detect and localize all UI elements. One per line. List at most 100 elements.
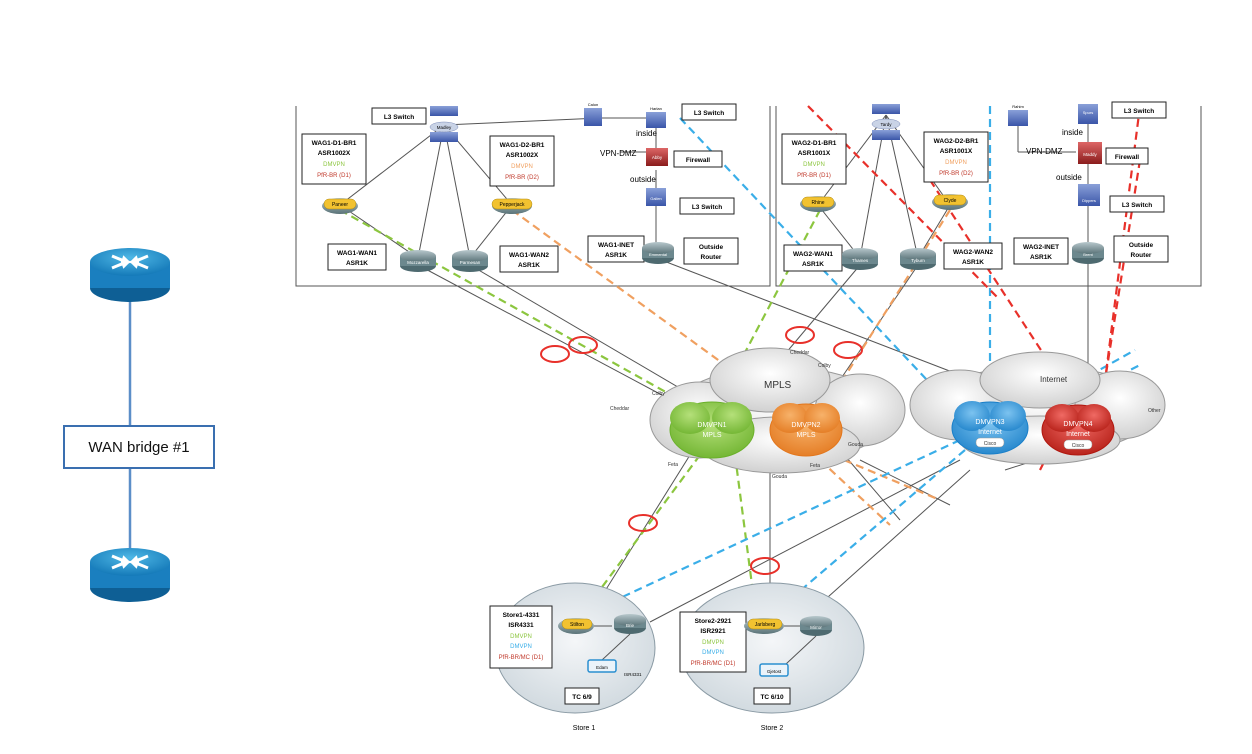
- other-label: Other: [1148, 408, 1161, 414]
- site1-l3-switch-lower: L3 Switch: [692, 204, 722, 211]
- feta2-label: Feta: [810, 463, 820, 469]
- site2-br1-pfr: PfR-BR (D1): [797, 173, 831, 179]
- router-icon: [614, 614, 646, 634]
- cheddar2-label: Cheddar: [790, 350, 810, 356]
- router-icon: [90, 548, 170, 602]
- router-icon: [90, 248, 170, 302]
- site2-wan1-model: ASR1K: [802, 261, 824, 268]
- store1-tc: TC 6/9: [572, 694, 592, 701]
- dmvpn2-title: DMVPN2: [791, 422, 820, 429]
- dmvpn4-title: DMVPN4: [1063, 421, 1092, 428]
- site2-l3-switch-top: L3 Switch: [1124, 108, 1154, 115]
- store1-pfr: PfR-BR/MC (D1): [499, 655, 544, 661]
- store2-tc: TC 6/10: [760, 694, 784, 701]
- site2-br1-dmvpn: DMVPN: [803, 162, 825, 168]
- firewall-icon: [1078, 142, 1102, 164]
- site1-br1-model: ASR1002X: [318, 150, 351, 157]
- router-icon: [452, 250, 488, 272]
- site2-small-switch-c: Dippers: [1082, 198, 1096, 203]
- store1-label: Store 1: [573, 725, 596, 732]
- site1-inet-name: WAG1-INET: [598, 242, 634, 249]
- dmvpn3-sub: Internet: [978, 429, 1002, 436]
- site1-inet-model: ASR1K: [605, 252, 627, 259]
- store1-dmvpn-a: DMVPN: [510, 634, 532, 640]
- store1-model: ISR4331: [508, 622, 534, 629]
- site1-br1-name: WAG1-D1-BR1: [312, 140, 357, 147]
- router-icon: [800, 616, 832, 636]
- store2-pfr: PfR-BR/MC (D1): [691, 661, 736, 667]
- dmvpn1-cloud: DMVPN1 MPLS: [669, 401, 755, 459]
- site2-inet-model: ASR1K: [1030, 254, 1052, 261]
- dmvpn3-cloud: DMVPN3 Internet Cisco: [951, 401, 1029, 455]
- site2-wan2-router: Tyburn: [911, 258, 925, 263]
- site1-br2-name: WAG1-D2-BR1: [500, 142, 545, 149]
- colby2-label: Colby: [818, 363, 831, 369]
- site2-small-switch-b: Spurs: [1083, 110, 1093, 115]
- site2-br2-name: WAG2-D2-BR1: [934, 138, 979, 145]
- site1-inside: inside: [636, 129, 657, 138]
- site2-outside: outside: [1056, 173, 1082, 182]
- site-frames: [295, 106, 1202, 287]
- site2-firewall-device: Maddy: [1083, 152, 1097, 157]
- store2-router2: Mirror: [810, 625, 822, 630]
- firewall-icon: [646, 148, 668, 166]
- site1-outside-router-l2: Router: [701, 254, 722, 261]
- site1: L3 Switch Madley WAG1-D1-BR1 ASR1002X DM…: [301, 102, 739, 273]
- site2-wan2-model: ASR1K: [962, 259, 984, 266]
- colby-label: Colby: [652, 391, 665, 397]
- dmvpn-green-links: [339, 209, 821, 611]
- router-icon: [322, 198, 358, 214]
- site2-br2-model: ASR1001X: [940, 148, 973, 155]
- feta-label: Feta: [668, 462, 678, 468]
- dmvpn3-tag: Cisco: [984, 441, 997, 447]
- site1-br1-router: Paneer: [332, 202, 348, 208]
- store2-router: Jarlsberg: [755, 622, 776, 628]
- dmvpn1-sub: MPLS: [702, 432, 721, 439]
- site2-wan1-name: WAG2-WAN1: [793, 251, 833, 258]
- site1-inet-router: Emmental: [649, 252, 667, 257]
- site1-core-switch-label: Madley: [437, 125, 452, 130]
- dmvpn4-tag: Cisco: [1072, 443, 1085, 449]
- site1-l3-switch-label: L3 Switch: [384, 114, 414, 121]
- dmvpn4-sub: Internet: [1066, 431, 1090, 438]
- switch-icon: [1008, 110, 1028, 126]
- site1-outside-router-l1: Outside: [699, 244, 724, 251]
- store2-dmvpn-a: DMVPN: [702, 640, 724, 646]
- site1-wan1-model: ASR1K: [346, 260, 368, 267]
- dmvpn1-title: DMVPN1: [697, 422, 726, 429]
- site2-br2-pfr: PfR-BR (D2): [939, 171, 973, 177]
- switch-icon: [759, 663, 789, 677]
- site2-inside: inside: [1062, 128, 1083, 137]
- site1-firewall-device: Abby: [652, 155, 663, 160]
- store1-router: Stilton: [570, 622, 584, 628]
- router-icon: [642, 242, 674, 264]
- site1-small-switch-c: Gallen: [650, 196, 662, 201]
- site1-l3-switch-right: L3 Switch: [694, 110, 724, 117]
- store2-label: Store 2: [761, 725, 784, 732]
- router-icon: [491, 198, 533, 214]
- site2-l3-switch-lower: L3 Switch: [1122, 202, 1152, 209]
- site2-br1-name: WAG2-D1-BR1: [792, 140, 837, 147]
- switch-icon: [646, 188, 666, 206]
- dmvpn2-sub: MPLS: [796, 432, 815, 439]
- site2-br2-router: Clyde: [944, 198, 957, 204]
- site1-firewall-label: Firewall: [686, 157, 710, 164]
- site1-wan2-router: Parmesan: [460, 260, 481, 265]
- site2-outside-router-l2: Router: [1131, 252, 1152, 259]
- site2-wan2-name: WAG2-WAN2: [953, 249, 993, 256]
- store1-router2: Brie: [626, 623, 634, 628]
- site1-outside: outside: [630, 175, 656, 184]
- site2-br1-model: ASR1001X: [798, 150, 831, 157]
- site2-core-switch-label: Tardy: [880, 122, 892, 127]
- store2-dmvpn-b: DMVPN: [702, 650, 724, 656]
- store2-name: Store2-2921: [695, 618, 732, 625]
- site2-vpn-dmz: VPN-DMZ: [1026, 147, 1063, 156]
- store1-switch: Edam: [596, 665, 608, 670]
- site1-br2-router: Pepperjack: [499, 202, 525, 208]
- site1-vpn-dmz: VPN-DMZ: [600, 149, 637, 158]
- store2: Store2-2921 ISR2921 DMVPN DMVPN PfR-BR/M…: [679, 582, 865, 732]
- router-icon: [1072, 242, 1104, 264]
- switch-icon: [1078, 184, 1100, 206]
- switch-icon: [646, 112, 666, 128]
- router-icon: [842, 248, 878, 270]
